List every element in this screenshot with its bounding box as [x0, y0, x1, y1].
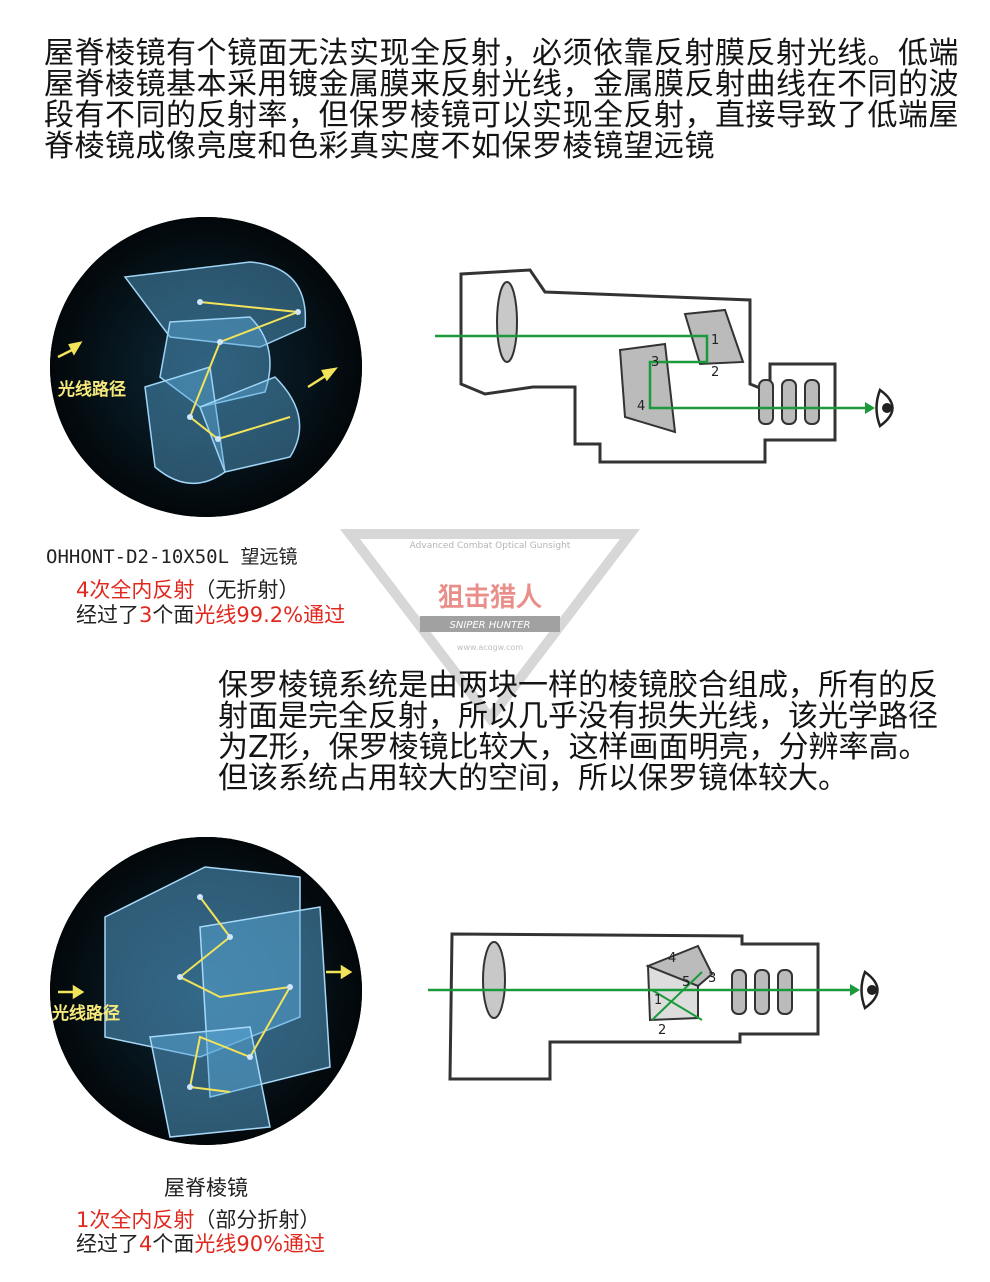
roof-prism-photo: 光线路径	[50, 837, 362, 1145]
porro-reflection-caption: 4次全内反射（无折射）	[76, 578, 300, 602]
porro-description: 保罗棱镜系统是由两块一样的棱镜胶合组成，所有的反射面是完全反射，所以几乎没有损失…	[218, 668, 938, 796]
model-caption: OHHONT-D2-10X50L 望远镜	[46, 546, 298, 568]
roof-path-number-1: 1	[654, 993, 662, 1008]
roof-optical-diagram: 1 2 3 4 5	[420, 924, 910, 1084]
sniper-hunter-watermark: Advanced Combat Optical Gunsight 狙击猎人 SN…	[339, 528, 641, 728]
path-number-2: 2	[711, 365, 719, 380]
porro-prism-photo: 光线路径	[50, 217, 362, 517]
roof-prism-title: 屋脊棱镜	[164, 1176, 248, 1200]
watermark-arc-text: Advanced Combat Optical Gunsight	[410, 541, 571, 551]
roof-reflection-caption: 1次全内反射（部分折射）	[76, 1208, 321, 1232]
watermark-site: www.acogw.com	[457, 643, 523, 652]
intro-paragraph: 屋脊棱镜有个镜面无法实现全反射，必须依靠反射膜反射光线。低端屋脊棱镜基本采用镀金…	[44, 36, 959, 164]
path-number-3: 3	[651, 355, 659, 370]
porro-transmission-caption: 经过了3个面光线99.2%通过	[76, 603, 346, 627]
roof-path-number-2: 2	[658, 1023, 666, 1038]
watermark-en: SNIPER HUNTER	[450, 620, 531, 631]
roof-path-number-5: 5	[682, 975, 690, 990]
roof-path-number-3: 3	[708, 971, 716, 986]
watermark-cn: 狙击猎人	[438, 583, 542, 613]
path-number-4: 4	[637, 399, 645, 414]
porro-optical-diagram: 1 2 3 4	[425, 262, 905, 472]
roof-path-number-4: 4	[668, 951, 676, 966]
light-path-label: 光线路径	[58, 380, 126, 400]
roof-transmission-caption: 经过了4个面光线90%通过	[76, 1232, 326, 1256]
path-number-1: 1	[711, 333, 719, 348]
light-path-label-2: 光线路径	[52, 1004, 120, 1024]
